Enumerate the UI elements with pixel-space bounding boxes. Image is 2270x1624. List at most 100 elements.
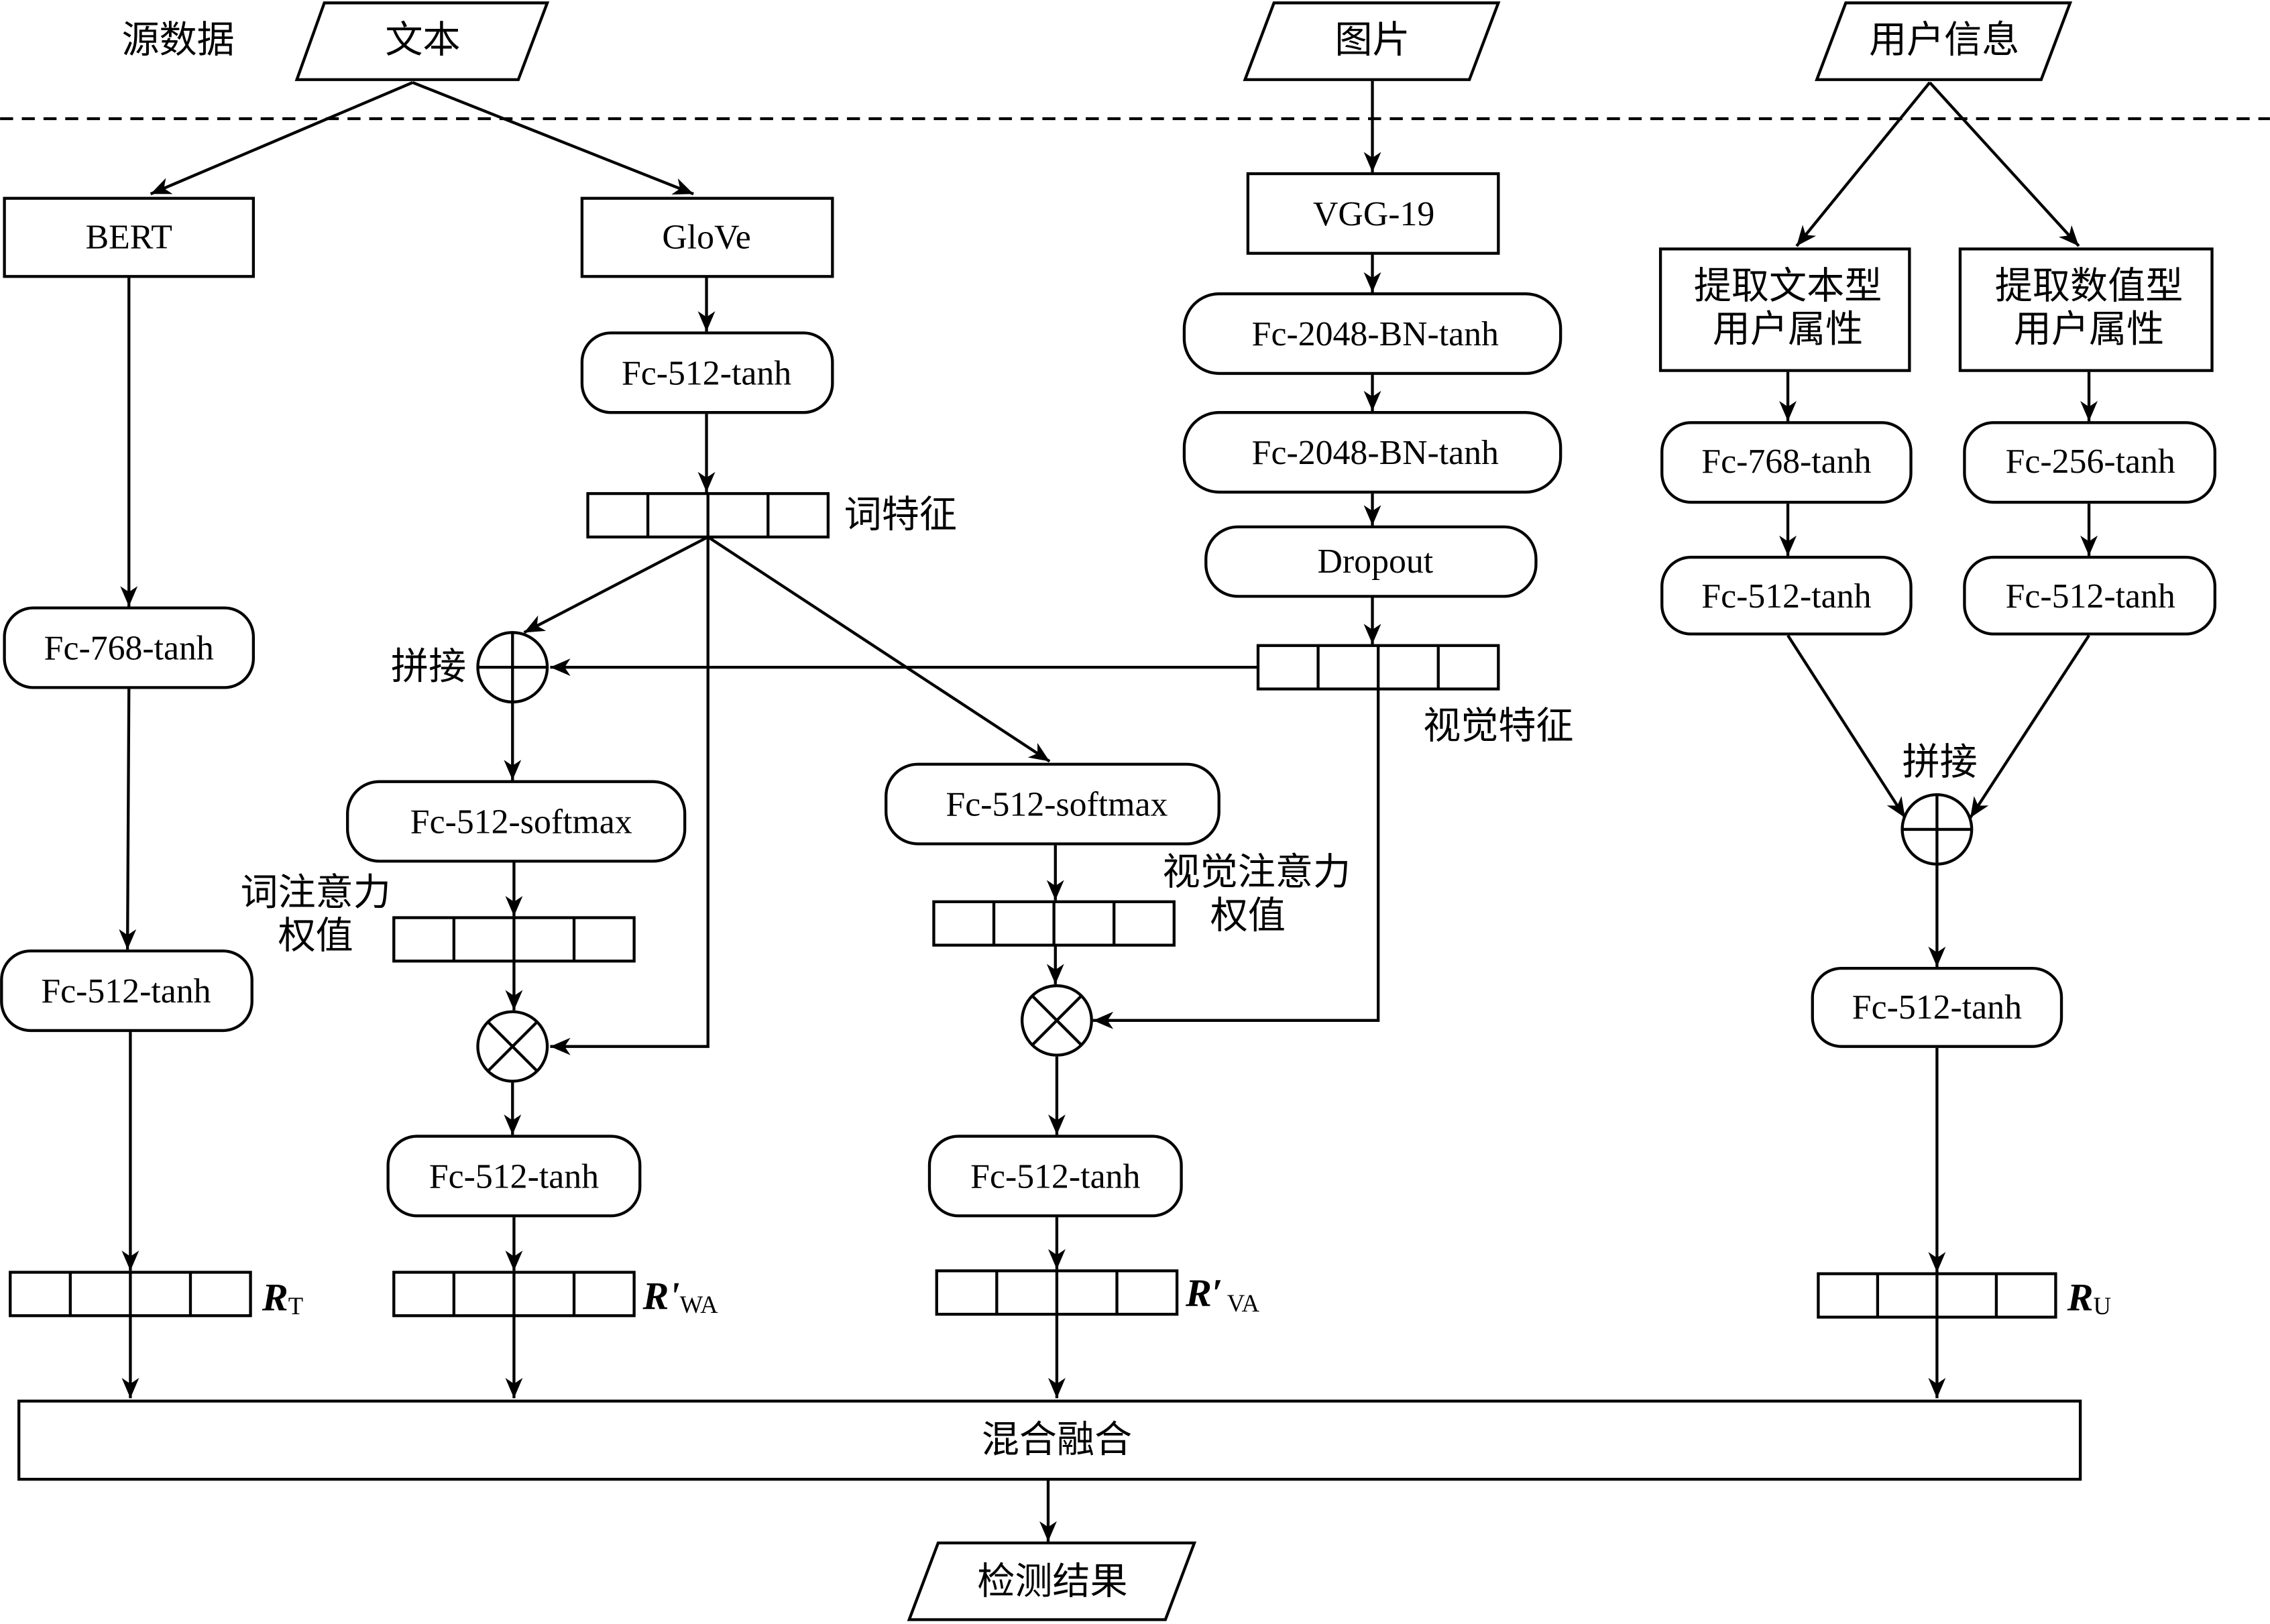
arrow-icon xyxy=(1047,1249,1066,1270)
user-input-label: 用户信息 xyxy=(1869,19,2019,61)
user-text-fc768-box xyxy=(1660,421,1913,504)
bert-box xyxy=(3,196,256,278)
visual-softmax-node: Fc-512-softmax xyxy=(885,762,1221,846)
user-numeric-fc256-label: Fc-256-tanh xyxy=(2006,443,2175,481)
image-fc1-box xyxy=(1182,292,1563,375)
arrow-icon xyxy=(504,760,522,780)
user-fc512-box xyxy=(1811,966,2063,1048)
arrow-icon xyxy=(550,658,571,677)
rwa-vector xyxy=(392,1271,636,1318)
arrow-icon xyxy=(1363,152,1381,172)
arrow-icon xyxy=(504,1114,522,1135)
text-attr-extract-node: 提取文本型 用户属性 xyxy=(1658,247,1911,372)
visual-attention-label-line2: 权值 xyxy=(1210,895,1286,937)
dropout-node: Dropout xyxy=(1204,525,1538,598)
user-fc512-node: Fc-512-tanh xyxy=(1811,966,2063,1048)
word-feature-label: 词特征 xyxy=(844,494,957,536)
bert-fc768-label: Fc-768-tanh xyxy=(44,630,214,668)
arrow-icon xyxy=(1779,400,1797,422)
visual-feature-vector xyxy=(1256,644,1500,691)
glove-fc512-label: Fc-512-tanh xyxy=(622,354,791,392)
text-input-label: 文本 xyxy=(385,19,460,61)
bert-node: BERT xyxy=(3,196,256,278)
hybrid-fusion-box xyxy=(17,1399,2082,1481)
arrow-fc768-to-fc512 xyxy=(125,689,131,950)
bert-fc512-node: Fc-512-tanh xyxy=(0,949,253,1033)
bert-fc768-node: Fc-768-tanh xyxy=(3,606,256,689)
arrow-icon xyxy=(1363,505,1381,526)
word-fc512-label: Fc-512-tanh xyxy=(429,1157,599,1196)
arrow-icon xyxy=(1928,1252,1946,1273)
visual-fc512-label: Fc-512-tanh xyxy=(970,1157,1140,1196)
text-input-shape xyxy=(294,1,550,81)
arrow-icon xyxy=(1928,946,1946,967)
ru-output-label: RU xyxy=(2067,1275,2111,1320)
visual-softmax-box xyxy=(885,762,1221,846)
arrow-icon xyxy=(1046,964,1064,984)
arrow-icon xyxy=(1046,880,1064,901)
arrow-text-to-glove xyxy=(412,81,694,196)
word-softmax-box xyxy=(346,780,687,863)
glove-fc512-node: Fc-512-tanh xyxy=(580,331,834,414)
arrow-icon xyxy=(505,1378,523,1399)
detection-result-node: 检测结果 xyxy=(907,1541,1197,1621)
glove-box xyxy=(580,196,834,278)
visual-fc512-box xyxy=(927,1135,1183,1218)
arrow-icon xyxy=(505,990,523,1010)
rt-vector xyxy=(9,1271,252,1318)
image-input-shape xyxy=(1243,1,1501,81)
arrow-icon xyxy=(1363,624,1381,644)
visual-attention-weight-vector xyxy=(932,900,1176,947)
arrow-icon xyxy=(1047,1114,1066,1135)
ru-subscript: U xyxy=(2094,1292,2112,1320)
arrow-visual-feature-to-multiply xyxy=(1092,689,1380,1023)
rt-output-label: RT xyxy=(262,1275,303,1320)
arrow-icon xyxy=(1886,796,1905,818)
detection-result-shape xyxy=(907,1541,1197,1621)
arrow-icon xyxy=(1779,535,1797,556)
user-numeric-fc256-box xyxy=(1963,421,2217,504)
rwa-symbol: R' xyxy=(642,1273,680,1317)
source-data-label: 源数据 xyxy=(121,19,234,61)
text-attr-extract-line1: 提取文本型 xyxy=(1694,266,1882,307)
bert-branch: BERT Fc-768-tanh Fc-512-tanh RT xyxy=(0,196,303,1320)
glove-label: GloVe xyxy=(662,219,750,257)
user-text-fc768-node: Fc-768-tanh xyxy=(1660,421,1913,504)
numeric-attr-extract-line2: 用户属性 xyxy=(2014,309,2164,351)
image-fc2-node: Fc-2048-BN-tanh xyxy=(1182,411,1563,494)
word-feature-vector xyxy=(586,491,830,539)
header: 源数据 文本 图片 用户信息 xyxy=(0,1,2270,121)
text-input-node: 文本 xyxy=(294,1,550,81)
user-text-fc512-label: Fc-512-tanh xyxy=(1701,577,1871,616)
user-branch: 提取文本型 用户属性 提取数值型 用户属性 Fc-768-tanh Fc-256… xyxy=(1658,247,2217,1320)
user-numeric-fc512-label: Fc-512-tanh xyxy=(2006,577,2175,616)
text-attr-extract-box xyxy=(1658,247,1911,372)
visual-feature-label: 视觉特征 xyxy=(1423,706,1573,748)
arrow-word-feature-to-visual-softmax xyxy=(707,536,1051,763)
user-numeric-fc512-node: Fc-512-tanh xyxy=(1963,555,2217,636)
hybrid-fusion-label: 混合融合 xyxy=(982,1419,1132,1461)
image-fc1-label: Fc-2048-BN-tanh xyxy=(1252,315,1499,353)
arrow-icon xyxy=(671,178,694,195)
rwa-output-label: R'WA xyxy=(642,1273,719,1318)
image-input-node: 图片 xyxy=(1243,1,1501,81)
arrow-icon xyxy=(121,1251,139,1271)
vgg19-node: VGG-19 xyxy=(1246,172,1500,255)
rwa-subscript: WA xyxy=(680,1290,719,1318)
user-input-node: 用户信息 xyxy=(1815,1,2073,81)
user-text-fc512-node: Fc-512-tanh xyxy=(1660,555,1913,636)
rt-symbol: R xyxy=(262,1275,288,1319)
arrow-icon xyxy=(524,615,547,633)
dropout-label: Dropout xyxy=(1318,542,1434,581)
bert-fc512-box xyxy=(0,949,253,1033)
arrow-icon xyxy=(1027,743,1050,762)
ru-vector xyxy=(1817,1272,2057,1319)
arrow-icon xyxy=(119,929,137,950)
image-fc2-label: Fc-2048-BN-tanh xyxy=(1252,434,1499,472)
hybrid-fusion-node: 混合融合 xyxy=(17,1399,2082,1481)
rva-subscript: VA xyxy=(1227,1289,1260,1316)
user-numeric-fc512-box xyxy=(1963,555,2217,636)
arrow-icon xyxy=(121,1378,139,1399)
arrow-user-to-text-attr xyxy=(1795,81,1931,247)
